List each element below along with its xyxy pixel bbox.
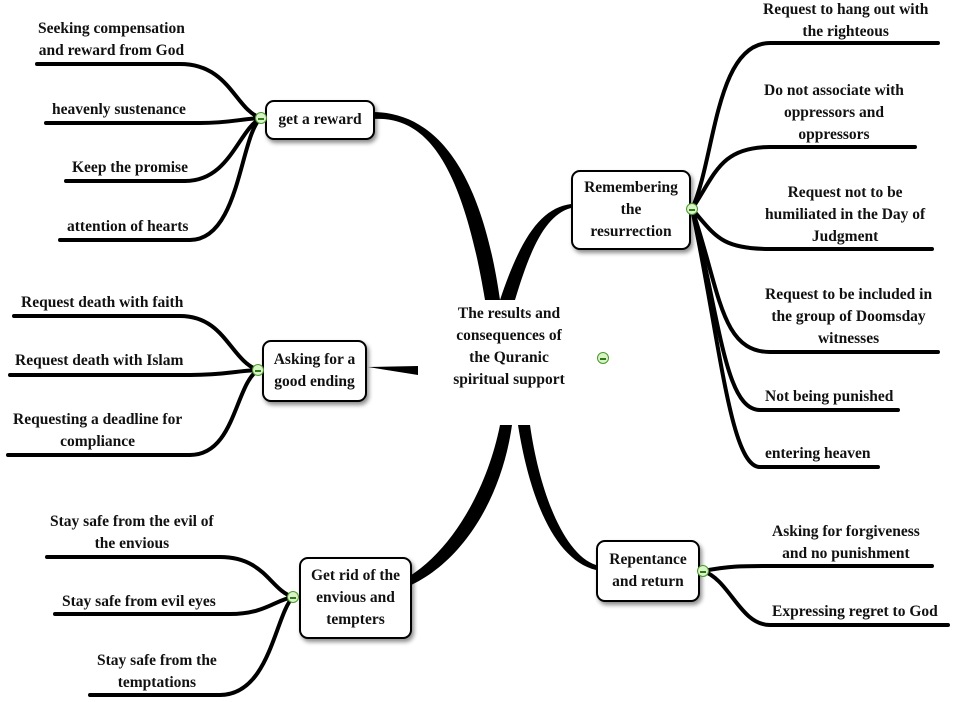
leaf-label: humiliated in the Day of (765, 206, 926, 223)
leaf-label: Expressing regret to God (772, 603, 938, 620)
branch-node-reward[interactable]: get a reward (265, 100, 375, 140)
repentance-leaf-connectors (701, 564, 950, 627)
leaf-node[interactable]: heavenly sustenance (52, 99, 186, 121)
leaf-label: oppressors and (783, 104, 884, 121)
leaf-node[interactable]: Stay safe from the temptations (97, 650, 217, 694)
leaf-label: Not being punished (765, 388, 894, 405)
branch-node-label: Remembering (584, 179, 678, 196)
collapse-toggle-icon[interactable] (597, 352, 609, 364)
leaf-label: Seeking compensation (38, 20, 185, 37)
branch-connector-envious (385, 425, 512, 594)
leaf-node[interactable]: Do not associate with oppressors and opp… (764, 80, 904, 146)
leaf-label: entering heaven (765, 445, 871, 462)
leaf-label: attention of hearts (67, 218, 189, 235)
leaf-node[interactable]: Request not to be humiliated in the Day … (765, 182, 925, 248)
central-topic[interactable]: The results and consequences of the Qura… (440, 303, 578, 391)
leaf-node[interactable]: entering heaven (765, 443, 870, 465)
collapse-toggle-icon[interactable] (255, 112, 267, 124)
branch-node-label: and return (612, 573, 684, 590)
branch-node-resurrection[interactable]: Remembering the resurrection (571, 170, 691, 250)
leaf-node[interactable]: Stay safe from evil eyes (62, 591, 216, 613)
branch-node-label: Repentance (609, 551, 687, 568)
branch-node-label: Asking for a (273, 351, 356, 368)
leaf-label: oppressors (798, 126, 870, 143)
leaf-label: and no punishment (782, 545, 910, 562)
leaf-node[interactable]: Seeking compensation and reward from God (38, 18, 185, 62)
leaf-label: Requesting a deadline for (13, 411, 183, 428)
leaf-label: Do not associate with (764, 82, 904, 99)
branch-connector-ending (368, 366, 418, 375)
leaf-label: witnesses (817, 330, 880, 347)
leaf-label: Stay safe from evil eyes (62, 593, 216, 610)
leaf-node[interactable]: Request death with faith (21, 292, 183, 314)
leaf-node[interactable]: Keep the promise (72, 157, 188, 179)
central-topic-line: spiritual support (453, 371, 565, 388)
leaf-label: the group of Doomsday (771, 308, 926, 325)
branch-connector-repentance (518, 425, 596, 570)
leaf-node[interactable]: Stay safe from the evil of the envious (50, 511, 214, 555)
leaf-label: Judgment (811, 228, 879, 245)
leaf-label: Request to hang out with (763, 1, 929, 18)
leaf-label: heavenly sustenance (52, 101, 186, 118)
leaf-node[interactable]: Request to hang out with the righteous (763, 0, 928, 43)
branch-node-label: the (620, 201, 642, 218)
leaf-node[interactable]: Requesting a deadline for compliance (13, 409, 182, 453)
leaf-node[interactable]: Asking for forgiveness and no punishment (772, 521, 920, 565)
leaf-label: Request to be included in (765, 286, 933, 303)
branch-node-label: resurrection (590, 223, 672, 240)
leaf-label: the righteous (802, 23, 889, 40)
collapse-toggle-icon[interactable] (252, 364, 264, 376)
leaf-label: Stay safe from the (97, 652, 217, 669)
collapse-toggle-icon[interactable] (686, 203, 698, 215)
branch-connector-resurrection (500, 204, 571, 300)
leaf-label: the envious (94, 535, 170, 552)
leaf-label: compliance (60, 433, 136, 450)
leaf-label: Asking for forgiveness (772, 523, 920, 540)
leaf-label: Request death with faith (21, 294, 184, 311)
central-topic-line: the Quranic (469, 349, 549, 366)
branch-connector-reward (372, 112, 500, 300)
leaf-node[interactable]: Request death with Islam (15, 350, 183, 372)
branch-node-repentance[interactable]: Repentance and return (596, 540, 700, 602)
collapse-toggle-icon[interactable] (697, 565, 709, 577)
leaf-node[interactable]: attention of hearts (67, 216, 188, 238)
ending-leaf-connectors (6, 314, 260, 457)
reward-leaf-connectors (35, 62, 263, 242)
leaf-label: Stay safe from the evil of (50, 513, 214, 530)
leaf-label: Request not to be (787, 184, 903, 201)
leaf-node[interactable]: Request to be included in the group of D… (765, 284, 932, 350)
branch-node-label: good ending (274, 373, 355, 390)
branch-node-label: get a reward (278, 111, 362, 128)
branch-node-label: Get rid of the (310, 567, 401, 584)
leaf-node[interactable]: Expressing regret to God (772, 601, 938, 623)
leaf-label: and reward from God (38, 42, 185, 59)
leaf-label: Keep the promise (72, 159, 188, 176)
resurrection-leaf-connectors (690, 41, 940, 469)
branch-node-envious[interactable]: Get rid of the envious and tempters (299, 557, 412, 639)
central-topic-line: consequences of (456, 327, 562, 344)
leaf-label: Request death with Islam (15, 352, 184, 369)
central-topic-line: The results and (457, 305, 561, 322)
branch-node-label: tempters (326, 611, 385, 628)
leaf-node[interactable]: Not being punished (765, 386, 893, 408)
branch-node-ending[interactable]: Asking for a good ending (262, 340, 367, 402)
branch-node-label: envious and (316, 589, 395, 606)
collapse-toggle-icon[interactable] (287, 591, 299, 603)
leaf-label: temptations (117, 674, 197, 691)
